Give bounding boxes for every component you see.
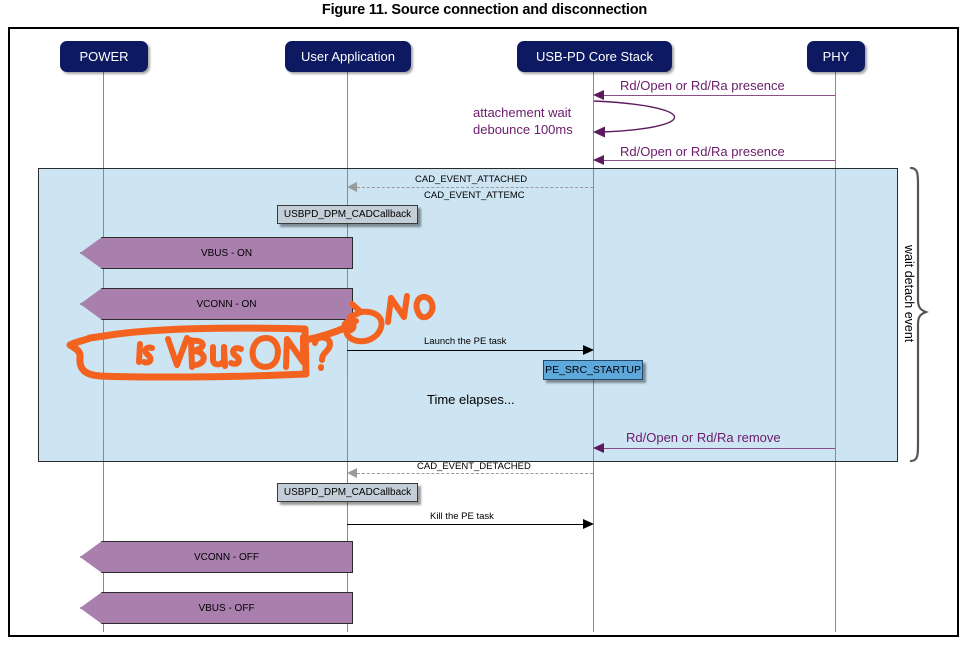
lifeline-user-app-dotted [347,378,348,440]
power-action-vconn-on: VCONN - ON [80,288,353,320]
state-box-pe-src-startup-label: PE_SRC_STARTUP [545,364,641,376]
label-cad-event-attemc: CAD_EVENT_ATTEMC [424,190,525,201]
callback-box-detach[interactable]: USBPD_DPM_CADCallback [277,483,418,502]
label-launch-pe-task: Launch the PE task [424,336,507,347]
power-action-vbus-on: VBUS - ON [80,237,353,269]
label-debounce-line2: debounce 100ms [473,122,573,137]
arrow-cad-attached-head [347,182,357,192]
callback-box-attach[interactable]: USBPD_DPM_CADCallback [277,205,418,224]
arrow-rd-presence-2-head [593,154,604,165]
power-action-vbus-off: VBUS - OFF [80,592,353,624]
label-cad-event-detached: CAD_EVENT_DETACHED [417,461,531,472]
callback-box-attach-label: USBPD_DPM_CADCallback [283,209,412,220]
lifeline-core-stack-overlay [593,169,594,461]
actor-power[interactable]: POWER [60,41,148,72]
actor-phy[interactable]: PHY [807,41,865,72]
figure-title: Figure 11. Source connection and disconn… [321,2,648,18]
arrow-rd-presence-2-line [600,160,835,161]
actor-user-app[interactable]: User Application [285,41,411,72]
lifeline-phy-overlay [835,169,836,461]
actor-user-app-label: User Application [301,49,395,64]
lifeline-power-dotted [103,378,104,440]
label-cad-event-attached: CAD_EVENT_ATTACHED [415,174,528,185]
arrow-cad-attached-line [357,187,593,188]
arrow-cad-detached-head [347,468,357,478]
arrow-kill-pe-head [583,518,594,529]
actor-power-label: POWER [79,49,129,64]
label-kill-pe-task: Kill the PE task [430,511,494,522]
arrow-rd-presence-1-head [593,89,604,100]
actor-core-stack-label: USB-PD Core Stack [535,49,654,64]
power-action-vbus-off-label: VBUS - OFF [198,602,255,614]
arrow-kill-pe-line [347,524,586,525]
arrow-launch-pe-line [347,350,586,351]
state-box-pe-src-startup[interactable]: PE_SRC_STARTUP [543,360,643,380]
power-action-vconn-off-label: VCONN - OFF [194,551,259,563]
label-rd-presence-2: Rd/Open or Rd/Ra presence [620,144,785,159]
arrow-rd-presence-1-line [600,95,835,96]
callback-box-detach-label: USBPD_DPM_CADCallback [283,487,412,498]
actor-phy-label: PHY [822,49,850,64]
label-time-elapses: Time elapses... [427,392,515,407]
arrow-cad-detached-line [357,473,593,474]
label-rd-remove: Rd/Open or Rd/Ra remove [626,430,781,445]
arrow-launch-pe-head [583,344,594,355]
label-rd-presence-1: Rd/Open or Rd/Ra presence [620,78,785,93]
power-action-vconn-off: VCONN - OFF [80,541,353,573]
arrow-rd-remove-head [593,442,604,453]
power-action-vconn-on-label: VCONN - ON [196,298,257,310]
wait-detach-event-label: wait detach event [902,245,916,343]
power-action-vbus-on-label: VBUS - ON [200,247,253,259]
label-debounce-line1: attachement wait [473,105,572,120]
actor-core-stack[interactable]: USB-PD Core Stack [517,41,672,72]
arrow-rd-remove-line [600,448,835,449]
